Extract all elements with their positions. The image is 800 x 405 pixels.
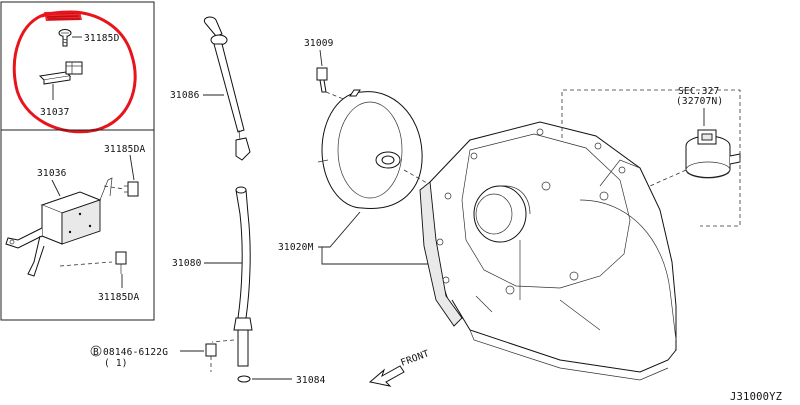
label-front: FRONT (399, 348, 431, 368)
tcm-module-icon (5, 177, 113, 277)
red-highlight-circle (12, 10, 137, 134)
bolt-symbol-circle (90, 345, 102, 357)
front-arrow-icon (368, 365, 405, 387)
label-31084: 31084 (296, 375, 326, 386)
oring-31084-icon (237, 375, 251, 383)
bolt-08146-icon (205, 343, 217, 372)
label-sec-part: (32707N) (676, 96, 723, 107)
label-31036: 31036 (37, 168, 67, 179)
label-bolt-code: 08146-6122G (103, 347, 168, 358)
label-31080: 31080 (172, 258, 202, 269)
label-31185da-bottom: 31185DA (98, 292, 140, 303)
bolt-symbol: B (93, 347, 99, 358)
bolt-31185da-top-icon (103, 181, 139, 197)
screw-31185d-icon (58, 29, 72, 47)
label-31185da-top: 31185DA (104, 144, 146, 155)
actuator-sec327-icon (685, 129, 741, 179)
transmission-case-icon (419, 121, 677, 381)
filler-tube-31080-icon (211, 186, 253, 367)
label-31086: 31086 (170, 90, 200, 101)
label-bolt-qty: ( 1) (104, 358, 128, 369)
label-31037: 31037 (40, 107, 70, 118)
bolt-31185da-bottom-icon (59, 251, 127, 274)
torque-converter-31020m-icon (317, 89, 423, 209)
label-sec-ref: SEC.327 (678, 86, 719, 97)
label-31185d: 31185D (84, 33, 120, 44)
diagram-id: J31000YZ (730, 391, 782, 403)
sensor-31037-icon (38, 61, 83, 85)
label-31009: 31009 (304, 38, 334, 49)
dipstick-31086-icon (203, 16, 251, 161)
label-31020m: 31020M (278, 242, 314, 253)
inset-box-tcm (0, 129, 155, 321)
bolt-31009-icon (316, 67, 357, 105)
